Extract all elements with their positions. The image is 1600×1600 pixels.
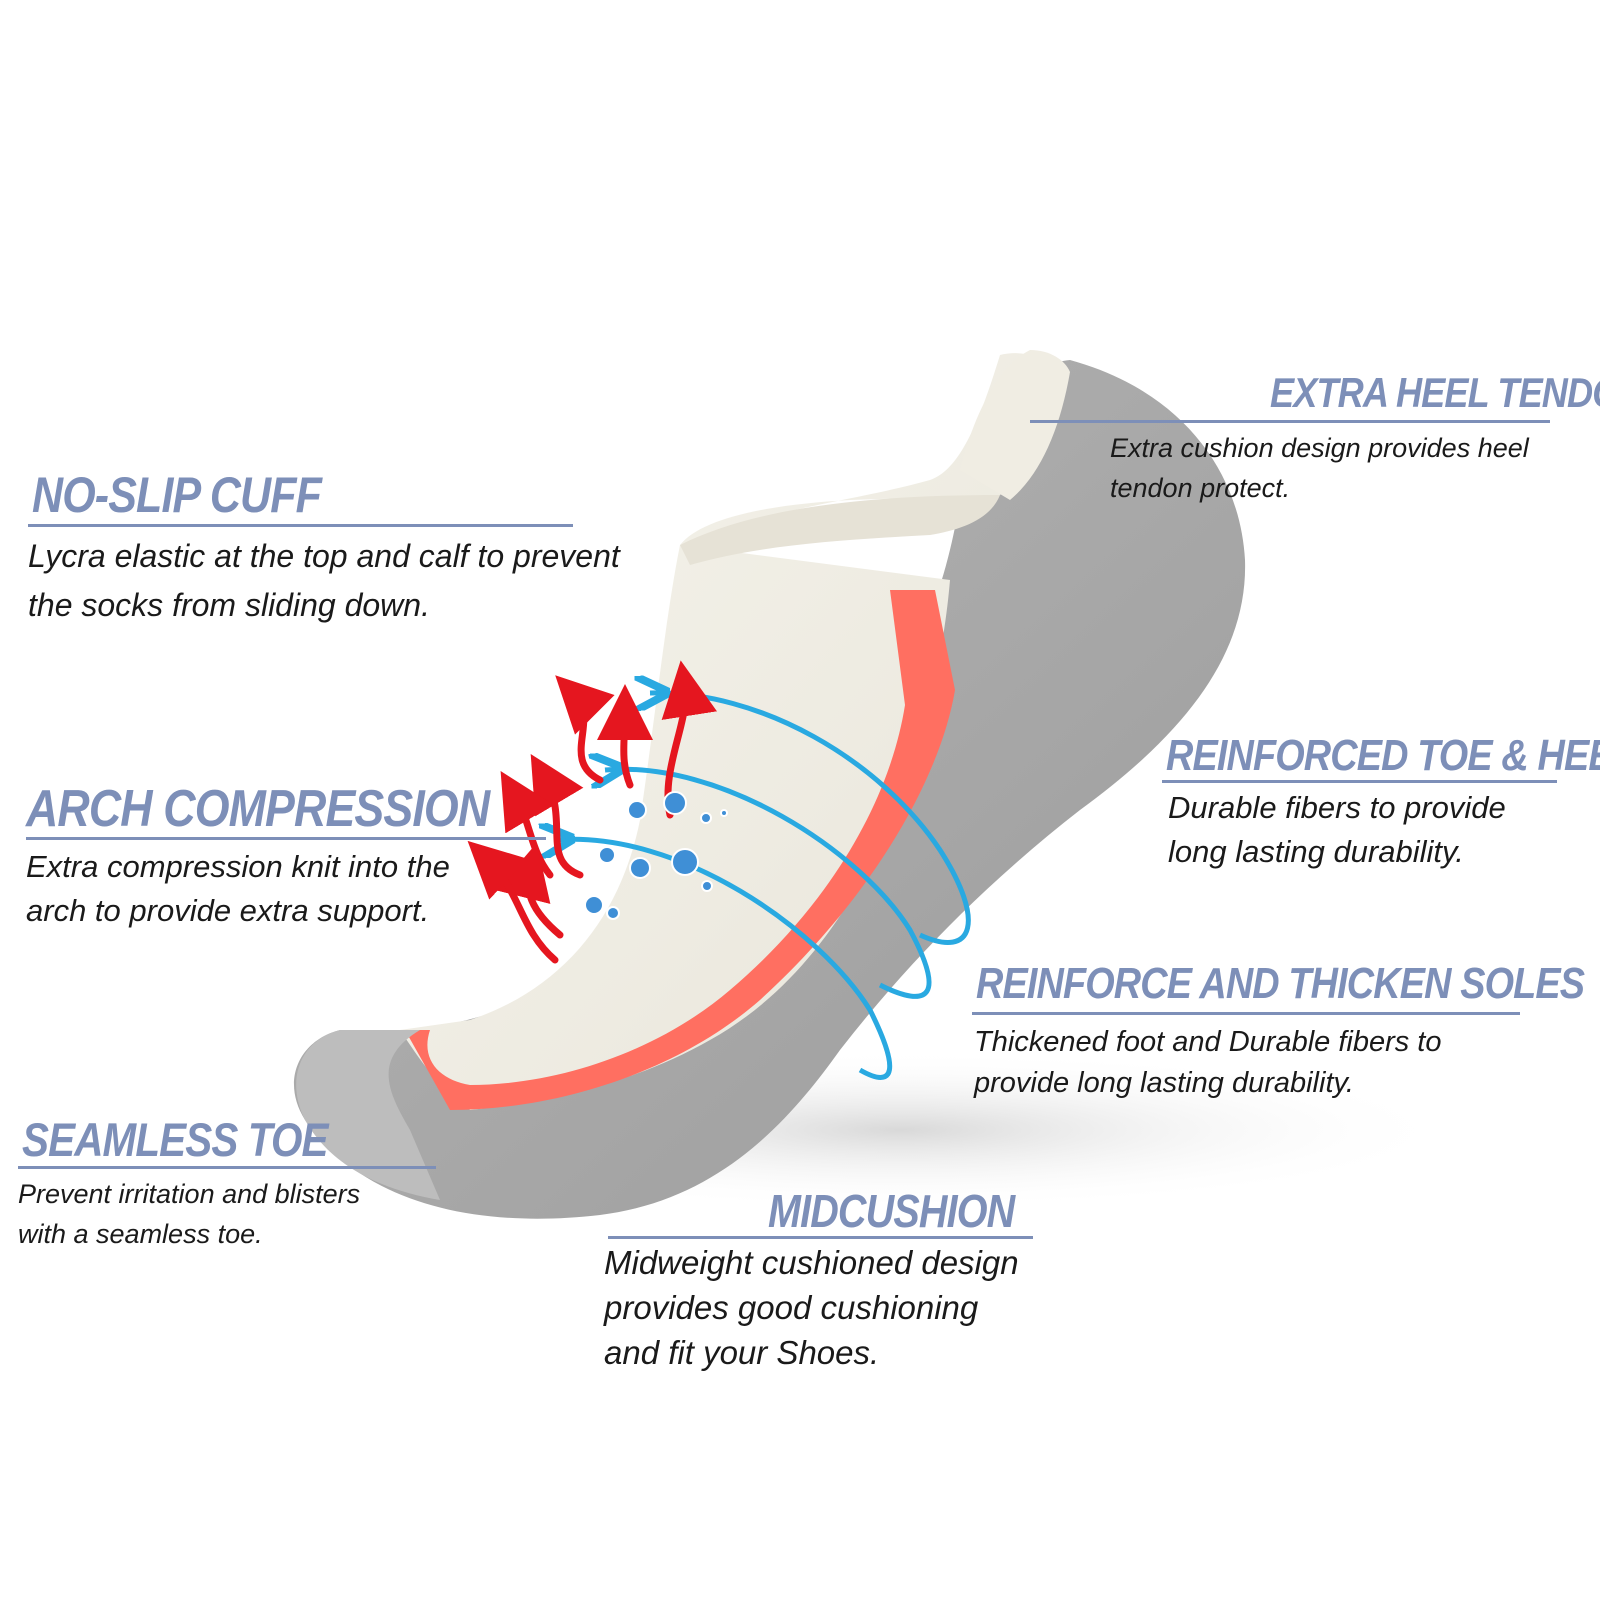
feature-toe-heel: REINFORCED TOE & HEEL Durable fibers to … <box>1162 731 1600 869</box>
cuff-opening <box>680 495 1000 565</box>
midcushion-title: MIDCUSHION <box>768 1185 1015 1237</box>
toe-rule <box>18 1166 436 1169</box>
soles-title: REINFORCE AND THICKEN SOLES <box>976 959 1585 1008</box>
cuff-title: NO-SLIP CUFF <box>32 467 322 523</box>
airflow-arcs <box>555 693 971 1080</box>
heel-tab <box>960 350 1070 500</box>
arch-rule <box>26 837 546 840</box>
toe-heel-title: REINFORCED TOE & HEEL <box>1166 731 1600 780</box>
toe-description: Prevent irritation and blisters with a s… <box>18 1179 361 1249</box>
heel-tendon-description: Extra cushion design provides heel tendo… <box>1110 433 1529 503</box>
toe-heel-rule <box>1162 780 1557 783</box>
cuff-description: Lycra elastic at the top and calf to pre… <box>28 538 620 623</box>
feature-soles: REINFORCE AND THICKEN SOLES Thickened fo… <box>972 959 1585 1099</box>
sock-upper <box>400 353 1060 1110</box>
heel-tendon-title: EXTRA HEEL TENDON <box>1270 369 1600 416</box>
feature-toe: SEAMLESS TOE Prevent irritation and blis… <box>18 1113 448 1249</box>
soles-description: Thickened foot and Durable fibers to pro… <box>974 1026 1442 1099</box>
midcushion-rule <box>608 1236 1033 1239</box>
coral-stripe <box>405 590 955 1110</box>
heel-tendon-rule <box>1030 420 1550 423</box>
feature-cuff: NO-SLIP CUFF Lycra elastic at the top an… <box>28 467 628 623</box>
arch-description: Extra compression knit into the arch to … <box>26 849 450 928</box>
arch-title: ARCH COMPRESSION <box>26 780 490 838</box>
toe-heel-description: Durable fibers to provide long lasting d… <box>1168 790 1506 869</box>
toe-tip <box>296 1030 440 1200</box>
soles-rule <box>972 1012 1520 1015</box>
water-droplets <box>584 791 728 920</box>
cuff-rule <box>28 524 573 527</box>
midcushion-description: Midweight cushioned design provides good… <box>604 1244 1019 1371</box>
toe-title: SEAMLESS TOE <box>22 1113 328 1166</box>
feature-arch: ARCH COMPRESSION Extra compression knit … <box>26 780 586 928</box>
